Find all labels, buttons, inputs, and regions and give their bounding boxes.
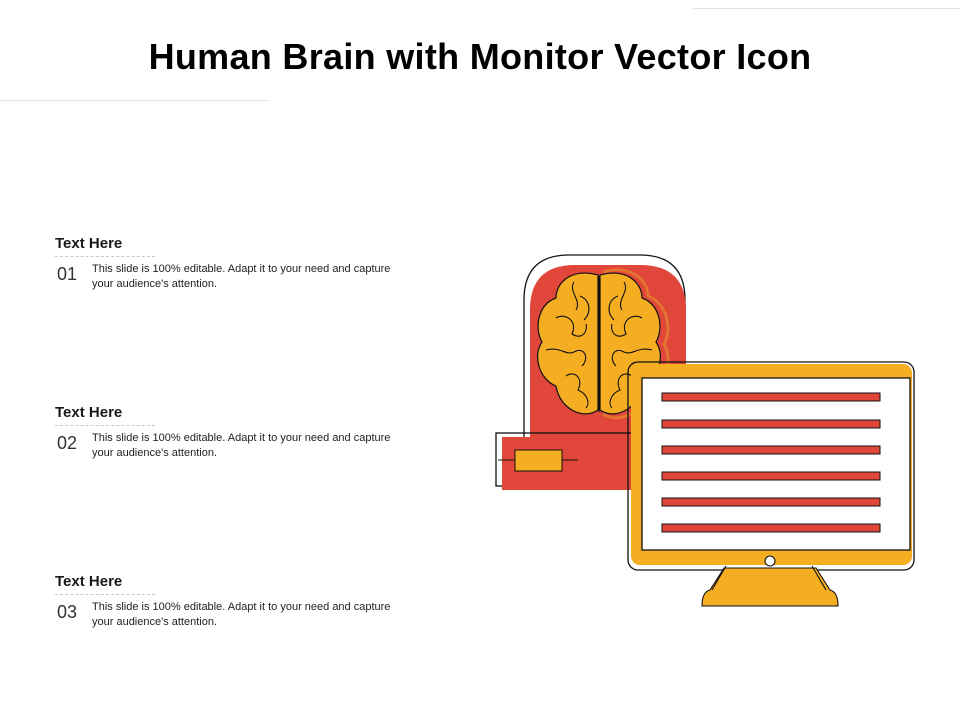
item-divider [55, 425, 155, 426]
brain-panel-outline [523, 254, 686, 440]
item-description: This slide is 100% editable. Adapt it to… [92, 263, 391, 290]
item-description: This slide is 100% editable. Adapt it to… [92, 432, 391, 459]
monitor-power-dot [764, 555, 776, 567]
item-heading: Text Here [55, 573, 123, 590]
brain-monitor-icon [490, 250, 920, 615]
item-number: 02 [57, 433, 78, 453]
item-heading: Text Here [55, 235, 123, 252]
item-description: This slide is 100% editable. Adapt it to… [92, 601, 391, 628]
item-number: 01 [57, 264, 78, 284]
item-number: 03 [57, 602, 78, 622]
text-item-1: Text Here 01 This slide is 100% editable… [55, 235, 395, 297]
page-title: Human Brain with Monitor Vector Icon [148, 36, 812, 77]
monitor-screen [641, 377, 911, 551]
text-item-3: Text Here 03 This slide is 100% editable… [55, 573, 395, 635]
monitor-icon [627, 361, 915, 607]
slot-rect [514, 449, 563, 472]
item-divider [55, 256, 155, 257]
title-decorative-line [0, 100, 268, 101]
screen-text-lines [661, 392, 881, 533]
item-heading: Text Here [55, 404, 123, 421]
item-divider [55, 594, 155, 595]
monitor-stand [701, 567, 839, 607]
top-decorative-line [693, 8, 960, 9]
text-item-2: Text Here 02 This slide is 100% editable… [55, 404, 395, 466]
